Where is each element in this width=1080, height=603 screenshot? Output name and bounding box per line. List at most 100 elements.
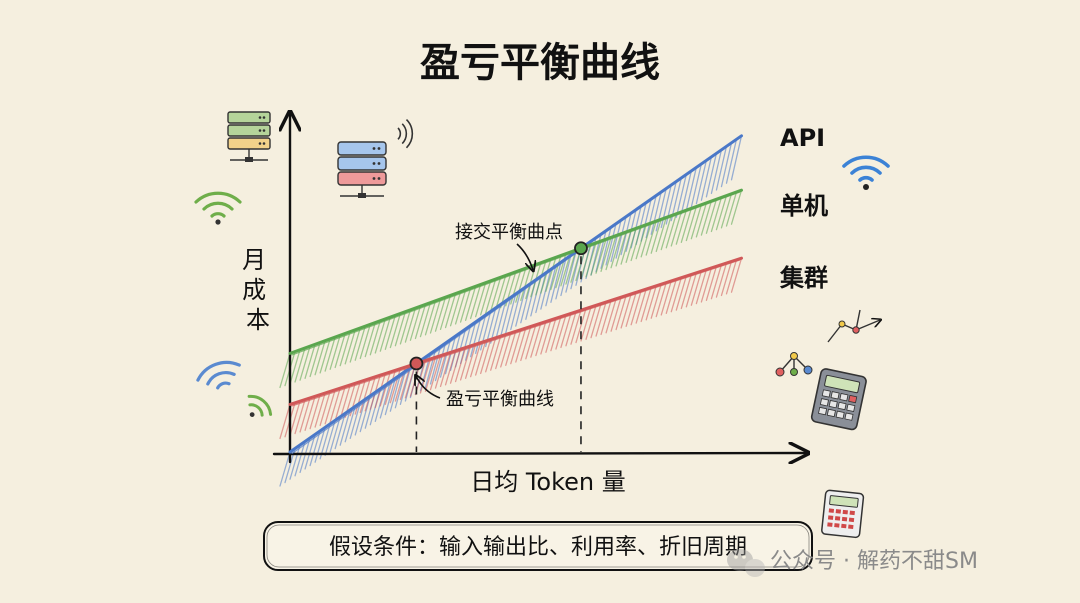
calculator-icon: [810, 368, 867, 431]
hatch-stroke: [339, 330, 351, 367]
hatch-stroke: [324, 419, 336, 457]
hatch-stroke: [429, 298, 442, 334]
hatch-stroke: [710, 149, 723, 195]
hatch-stroke: [490, 303, 502, 344]
hatch-stroke: [545, 256, 557, 292]
hatch-stroke: [314, 340, 326, 376]
hatch-stroke: [555, 258, 567, 300]
hatch-stroke: [635, 288, 647, 324]
hatch-stroke: [429, 355, 442, 391]
hatch-stroke: [550, 316, 562, 352]
hatch-stroke: [309, 394, 321, 430]
hatch-stroke: [359, 323, 371, 360]
hatch-stroke: [474, 314, 487, 354]
hatch-stroke: [620, 229, 632, 265]
annotation-red-arrow: [416, 376, 441, 399]
hatch-stroke: [324, 389, 336, 425]
hatch-stroke: [705, 265, 718, 301]
y-axis-label-char: 月: [242, 246, 266, 274]
hatch-stroke: [434, 342, 447, 382]
series-line-sketch-0: [291, 137, 741, 455]
hatch-stroke: [394, 311, 407, 347]
hatch-stroke: [359, 377, 371, 414]
hatch-stroke: [419, 358, 432, 394]
hatch-stroke: [414, 303, 427, 340]
hatch-stroke: [715, 145, 728, 191]
hatch-stroke: [595, 301, 607, 337]
hatch-stroke: [510, 329, 522, 365]
hatch-stroke: [550, 261, 562, 303]
hatch-stroke: [630, 225, 642, 262]
series-line-0: [288, 134, 743, 454]
hatch-stroke: [299, 397, 311, 433]
hatch-stroke: [329, 416, 341, 453]
hatch-stroke: [730, 257, 743, 293]
y-axis-label-char: 本: [246, 306, 270, 334]
hatch-stroke: [685, 166, 697, 212]
hatch-stroke: [665, 213, 677, 249]
hatch-stroke: [600, 236, 612, 272]
hatch-stroke: [695, 159, 708, 205]
hatch-stroke: [720, 193, 733, 229]
hatch-stroke: [640, 222, 652, 258]
hatch-stroke: [449, 291, 462, 327]
hatch-stroke: [715, 194, 728, 231]
hatch-stroke: [459, 345, 472, 381]
hatch-stroke: [710, 196, 723, 233]
hatch-stroke: [495, 300, 507, 341]
server-rack-icon: [337, 141, 387, 198]
series-line-sketch-1: [291, 191, 741, 356]
hatch-stroke: [590, 240, 602, 276]
hatch-stroke: [515, 327, 527, 363]
hatch-stroke: [364, 376, 376, 412]
hatch-stroke: [334, 332, 346, 369]
series-line-layer: [288, 134, 743, 455]
hatch-stroke: [469, 317, 482, 358]
hatch-stroke: [670, 277, 682, 313]
hatch-stroke: [500, 296, 512, 337]
hatch-stroke: [490, 335, 502, 371]
hatch-stroke: [314, 392, 326, 428]
hatch-stroke: [324, 336, 336, 372]
hatch-stroke: [444, 350, 457, 386]
hatch-stroke: [685, 272, 697, 308]
hatch-stroke: [610, 233, 622, 269]
guide-layer: [409, 241, 588, 452]
wifi-icon: [397, 118, 414, 149]
hatch-stroke: [625, 291, 637, 327]
hatch-stroke: [715, 262, 728, 298]
hatch-stroke: [705, 152, 718, 198]
hatch-stroke: [369, 320, 381, 356]
hatch-stroke: [485, 278, 497, 314]
hatch-stroke: [725, 191, 738, 227]
y-axis-label-char: 成: [242, 276, 266, 304]
hatch-stroke: [720, 260, 733, 297]
hatch-stroke: [474, 340, 487, 376]
hatch-stroke: [464, 321, 477, 361]
x-axis: [272, 453, 808, 454]
hatch-stroke: [510, 289, 522, 331]
hatch-stroke: [379, 316, 391, 352]
hatch-stroke: [565, 251, 577, 293]
hatch-stroke: [394, 370, 407, 409]
hatch-stroke: [449, 348, 462, 384]
network-graph-icon: [775, 352, 813, 377]
hatch-stroke: [329, 334, 341, 370]
hatch-stroke: [474, 282, 487, 318]
hatch-stroke: [339, 409, 351, 446]
hatch-stroke: [605, 222, 617, 266]
hatch-stroke: [580, 243, 592, 280]
hatch-stroke: [419, 301, 432, 338]
hatch-stroke: [515, 267, 527, 303]
hatch-stroke: [590, 303, 602, 339]
hatch-stroke: [439, 351, 452, 388]
watermark: 公众号 · 解药不甜SM: [727, 549, 978, 577]
hatch-stroke: [645, 285, 657, 321]
hatch-stroke: [565, 311, 577, 347]
hatch-stroke: [429, 345, 442, 385]
hatch-stroke: [620, 293, 632, 329]
chart-title: 盈亏平衡曲线: [420, 40, 660, 86]
hatch-stroke: [349, 402, 361, 440]
hatch-stroke: [309, 430, 321, 467]
hatch-stroke: [655, 281, 667, 318]
